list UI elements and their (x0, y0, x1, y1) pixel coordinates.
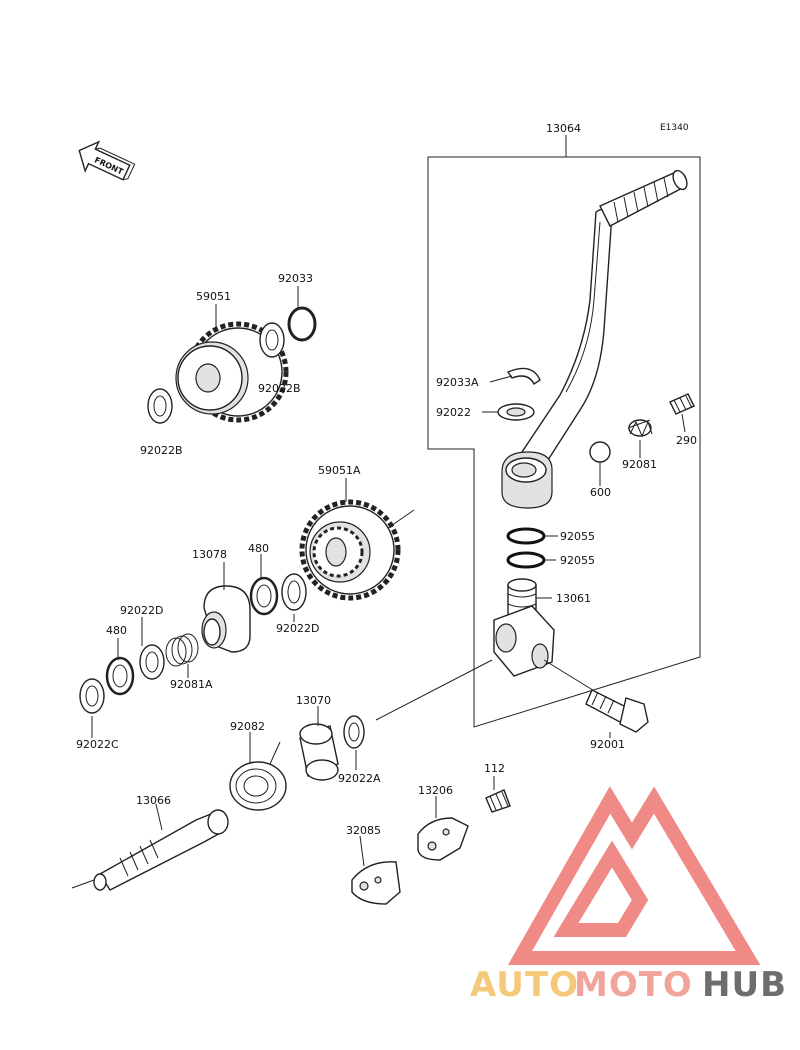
label-92022C: 92022C (76, 738, 119, 751)
label-92022A: 92022A (338, 772, 381, 785)
label-92022D-upper: 92022D (120, 604, 163, 617)
spring-92081 (627, 419, 653, 438)
label-59051A: 59051A (318, 464, 361, 477)
pin-290 (669, 393, 695, 415)
label-92081: 92081 (622, 458, 657, 471)
washer-92022B-upper (259, 322, 285, 358)
bolt-112 (485, 789, 511, 813)
label-13061: 13061 (556, 592, 591, 605)
watermark-hub: HUB (702, 965, 787, 1005)
kick-pedal-lever (501, 169, 688, 509)
watermark-logo: AUTO MOTO HUB (470, 786, 787, 1005)
label-480-lower: 480 (106, 624, 127, 637)
spring-92082 (229, 741, 287, 811)
watermark-triangle-icon (507, 786, 761, 965)
label-13078: 13078 (192, 548, 227, 561)
spring-92081A (165, 633, 199, 667)
label-92022: 92022 (436, 406, 471, 419)
washer-92022 (497, 403, 535, 421)
label-59051: 59051 (196, 290, 231, 303)
bushing-13070 (299, 723, 339, 781)
plate-13206 (417, 817, 469, 861)
axis-line (387, 509, 415, 529)
label-92081A: 92081A (170, 678, 213, 691)
washer-92022A (343, 715, 365, 749)
circlip-92033A (506, 367, 541, 386)
label-600: 600 (590, 486, 611, 499)
label-92022D-lower: 92022D (276, 622, 319, 635)
label-92001: 92001 (590, 738, 625, 751)
label-13070: 13070 (296, 694, 331, 707)
washer-92022D-upper (281, 573, 307, 611)
kick-shaft-13061 (493, 578, 555, 677)
oring-92055-lower (506, 551, 546, 569)
bolt-92001 (543, 659, 649, 733)
label-32085: 32085 (346, 824, 381, 837)
washer-480-lower (105, 656, 135, 696)
label-13206: 13206 (418, 784, 453, 797)
watermark-moto: MOTO (574, 965, 693, 1005)
circlip-92033 (287, 306, 317, 342)
ball-600 (589, 441, 611, 463)
label-92082: 92082 (230, 720, 265, 733)
shaft-13066 (71, 809, 229, 891)
washer-480-upper (249, 576, 279, 616)
label-13066: 13066 (136, 794, 171, 807)
gear-59051A (299, 499, 401, 601)
label-92022B-right: 92022B (258, 382, 301, 395)
washer-92022C (79, 678, 105, 714)
oring-92055-upper (506, 527, 546, 545)
label-92055-lower: 92055 (560, 554, 595, 567)
washer-92022B-lower (147, 388, 173, 424)
washer-92022D-lower (139, 644, 165, 680)
diagram-code: E1340 (660, 123, 689, 133)
label-92033: 92033 (278, 272, 313, 285)
watermark-auto: AUTO (470, 965, 579, 1005)
axis-line-main (375, 659, 493, 721)
label-480-upper: 480 (248, 542, 269, 555)
label-290: 290 (676, 434, 697, 447)
label-92033A: 92033A (436, 376, 479, 389)
label-92022B-left: 92022B (140, 444, 183, 457)
label-112: 112 (484, 762, 505, 775)
ratchet-13078 (201, 585, 251, 653)
assembly-frame (427, 156, 701, 728)
label-92055-upper: 92055 (560, 530, 595, 543)
guide-32085 (351, 861, 401, 905)
front-arrow-icon: FRONT (78, 140, 136, 181)
leader-lines (91, 286, 686, 867)
label-13064: 13064 (546, 122, 581, 135)
